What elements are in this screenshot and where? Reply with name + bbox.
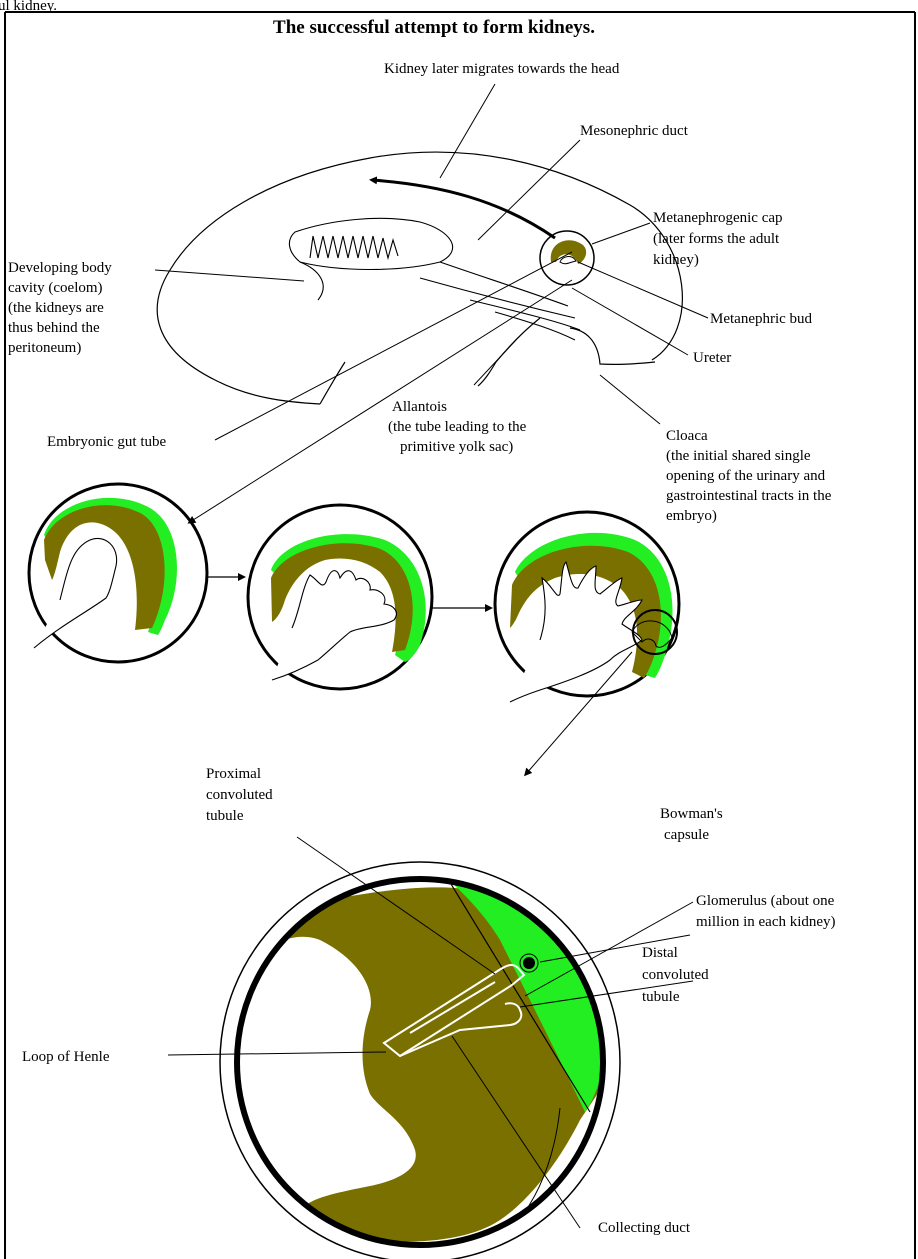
diagram-title: The successful attempt to form kidneys. [273, 17, 595, 38]
label-collecting-duct: Collecting duct [598, 1220, 691, 1236]
stage-3-circle [495, 512, 679, 702]
label-migration: Kidney later migrates towards the head [384, 61, 620, 77]
label-cloaca: Cloaca (the initial shared single openin… [666, 428, 835, 524]
label-glomerulus: Glomerulus (about one million in each ki… [696, 893, 838, 930]
label-mesonephric-duct: Mesonephric duct [580, 123, 689, 139]
migration-arrow [372, 180, 555, 238]
mesonephros [289, 218, 580, 340]
label-metanephric-bud: Metanephric bud [710, 311, 813, 327]
label-metanephrogenic-cap: Metanephrogenic cap (later forms the adu… [653, 210, 786, 268]
stage-2-circle [248, 505, 432, 689]
nephron-detail-circle [220, 862, 622, 1259]
label-loop-of-henle: Loop of Henle [22, 1049, 110, 1065]
label-coelom: Developing body cavity (coelom) (the kid… [8, 260, 115, 356]
label-gut-tube: Embryonic gut tube [47, 434, 166, 450]
label-allantois: Allantois (the tube leading to the primi… [388, 399, 530, 455]
label-proximal-tubule: Proximal convoluted tubule [206, 766, 276, 824]
metanephrogenic-cap-detail [540, 231, 594, 285]
label-bowmans-capsule: Bowman's capsule [660, 806, 726, 843]
label-ureter: Ureter [693, 350, 731, 366]
stage-1-circle [29, 484, 207, 662]
embryo-outline [157, 152, 682, 404]
top-fragment-text: ul kidney. [0, 0, 57, 14]
label-distal-tubule: Distal convoluted tubule [642, 945, 712, 1005]
